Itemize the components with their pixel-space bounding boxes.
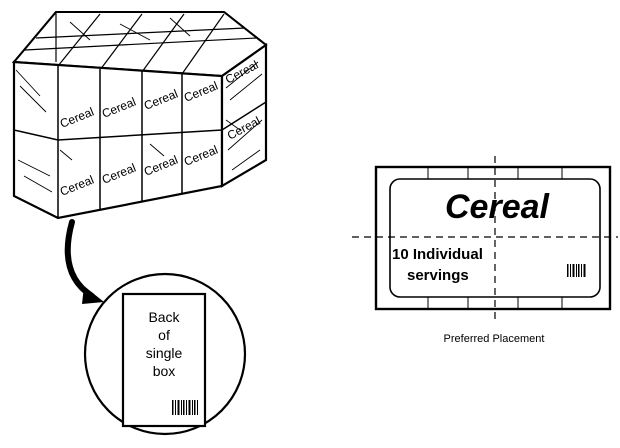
single-box-back [121,292,207,428]
center-guides [352,156,618,322]
barcode-icon [172,400,198,415]
barcode-icon [567,264,586,277]
label-line1: 10 Individual [392,246,483,263]
curved-arrow-icon [64,219,104,304]
case-pack-illustration: Cereal Cereal Cereal Cereal Cereal Cerea… [11,11,268,220]
label-inner-panel [389,178,601,298]
case-front-face [12,60,224,220]
label-sample: Cereal 10 Individual servings [352,156,618,322]
zoom-label-line1: Back [148,309,180,325]
label-line2: servings [407,267,469,284]
zoom-label-line4: box [153,363,176,379]
zoom-label-line3: single [146,345,183,361]
label-brand: Cereal [445,188,551,226]
zoom-circle: Back of single box [83,272,247,436]
zoom-label-line2: of [158,327,170,343]
caption: Preferred Placement [444,333,545,345]
